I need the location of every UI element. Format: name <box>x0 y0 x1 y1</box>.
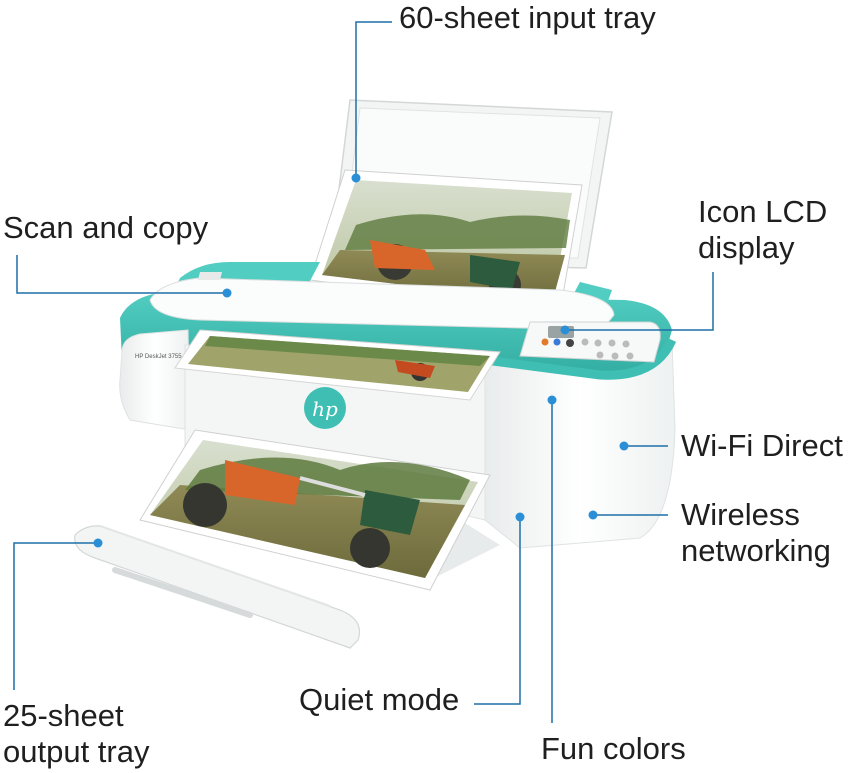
label-output-line2: output tray <box>3 734 150 769</box>
dot-fun-colors <box>547 395 557 405</box>
dot-lcd <box>560 325 570 335</box>
label-wireless-line1: Wireless <box>681 497 800 532</box>
scan-photo <box>174 329 501 401</box>
label-wireless: Wireless networking <box>681 497 831 569</box>
scanner-lid <box>149 272 615 331</box>
label-output-line1: 25-sheet <box>3 698 124 733</box>
output-photo <box>139 429 491 591</box>
label-lcd-line2: display <box>698 230 795 265</box>
label-input-tray: 60-sheet input tray <box>399 0 656 35</box>
leader-lines <box>13 21 714 723</box>
label-fun-colors: Fun colors <box>541 731 686 766</box>
leader-output-tray <box>13 542 98 690</box>
label-scan-copy: Scan and copy <box>3 210 209 245</box>
label-output-tray: 25-sheet output tray <box>3 698 149 770</box>
dot-wireless <box>588 510 598 520</box>
hp-logo: hp <box>304 387 346 429</box>
control-panel <box>519 321 661 363</box>
wifi-button-icon <box>553 338 561 346</box>
leader-lcd <box>565 272 714 331</box>
dot-scan-copy <box>222 288 232 298</box>
label-wifi-direct: Wi-Fi Direct <box>681 428 843 463</box>
leader-input-tray <box>355 21 392 178</box>
cancel-button-icon <box>541 338 549 346</box>
output-tray <box>74 520 500 649</box>
leader-quiet-mode <box>474 517 521 705</box>
input-photo <box>309 169 583 313</box>
callout-dots <box>93 173 629 548</box>
label-lcd-display: Icon LCD display <box>698 194 827 266</box>
dot-output-tray <box>93 538 103 548</box>
leader-scan-copy <box>16 255 227 294</box>
label-lcd-line1: Icon LCD <box>698 194 828 229</box>
label-wireless-line2: networking <box>681 533 831 568</box>
model-text: HP DeskJet 3755 <box>135 354 182 360</box>
label-quiet-mode: Quiet mode <box>299 682 460 717</box>
dot-quiet-mode <box>515 512 525 522</box>
dot-input-tray <box>351 173 361 183</box>
hp-logo-text: hp <box>312 397 338 421</box>
dot-wifi <box>619 441 629 451</box>
